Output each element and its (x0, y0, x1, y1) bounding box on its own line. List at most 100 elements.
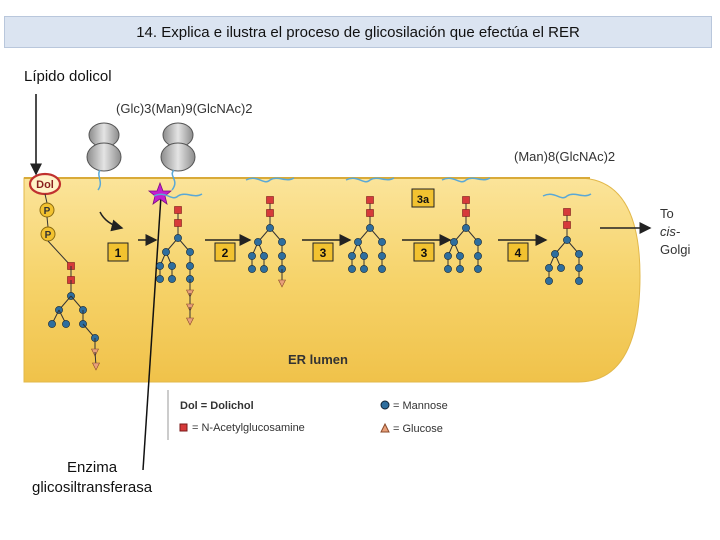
enzyme-callout-line-2: glicosiltransferasa (32, 479, 153, 496)
mannose-node (48, 320, 56, 328)
mannose-node (260, 265, 268, 273)
mannose-node (462, 224, 470, 232)
mannose-node (545, 277, 553, 285)
glcnac-node (366, 209, 374, 217)
mannose-node (162, 248, 170, 256)
destination-line-1: To (660, 206, 674, 221)
mannose-node (474, 238, 482, 246)
mannose-node (474, 252, 482, 260)
mannose-node (575, 277, 583, 285)
glcnac-node (174, 206, 182, 214)
glcnac-node (563, 221, 571, 229)
ribosome-2 (160, 122, 196, 191)
svg-text:3: 3 (421, 246, 428, 260)
mannose-node (278, 252, 286, 260)
mannose-node (156, 275, 164, 283)
mannose-node (360, 252, 368, 260)
mannose-node (575, 250, 583, 258)
mannose-node (551, 250, 559, 258)
mannose-node (360, 265, 368, 273)
mannose-node (266, 224, 274, 232)
mannose-node (168, 275, 176, 283)
mannose-node (254, 238, 262, 246)
enzyme-callout-line-1: Enzima (67, 459, 118, 476)
glcnac-node (266, 209, 274, 217)
mannose-node (168, 262, 176, 270)
glucose-node (92, 362, 100, 371)
glucose-node (186, 317, 194, 326)
glcnac-node (266, 196, 274, 204)
nascent-polypeptide (153, 193, 203, 199)
legend-dol: Dol = Dolichol (180, 400, 254, 412)
svg-text:2: 2 (222, 246, 229, 260)
mannose-node (248, 252, 256, 260)
phosphate-1-label: P (44, 206, 51, 217)
step-box-4: 4 (507, 242, 529, 262)
mannose-node (444, 252, 452, 260)
glucose-node (278, 279, 286, 288)
mannose-node (450, 238, 458, 246)
mannose-node (563, 236, 571, 244)
glcnac-node (174, 219, 182, 227)
glycosyltransferase-star-icon (147, 181, 173, 205)
mannose-node (354, 238, 362, 246)
mannose-node (575, 264, 583, 272)
glcnac-node (462, 209, 470, 217)
mannose-node (186, 248, 194, 256)
dolichol-anchor: Dol P P (28, 172, 62, 242)
dol-label: Dol (36, 179, 54, 191)
step-box-2: 2 (214, 242, 236, 262)
mannose-node (248, 265, 256, 273)
glcnac-node (563, 208, 571, 216)
destination-line-3: Golgi (660, 242, 690, 257)
precursor-label: (Glc)3(Man)9(GlcNAc)2 (116, 101, 253, 116)
mannose-node (62, 320, 70, 328)
mannose-node (348, 252, 356, 260)
page-title: 14. Explica e ilustra el proceso de glic… (4, 16, 712, 48)
mannose-node (557, 264, 565, 272)
svg-text:3: 3 (320, 246, 327, 260)
nascent-polypeptide (542, 193, 592, 199)
er-lumen-label: ER lumen (288, 352, 348, 367)
svg-text:1: 1 (115, 246, 122, 260)
mannose-node (378, 238, 386, 246)
nascent-polypeptide (441, 177, 491, 183)
svg-text:4: 4 (515, 246, 522, 260)
legend-mannose-swatch (380, 400, 390, 410)
legend-glucose-swatch (380, 422, 390, 433)
enzyme-pointer-line (142, 195, 162, 471)
mannose-node (278, 238, 286, 246)
step-box-1: 1 (107, 242, 129, 262)
step-box-3a: 3a (411, 188, 435, 208)
mannose-node (456, 252, 464, 260)
step-box-3-second: 3 (413, 242, 435, 262)
ribosome-1 (86, 122, 122, 191)
mannose-node (260, 252, 268, 260)
glcnac-node (462, 196, 470, 204)
mannose-node (378, 265, 386, 273)
mannose-node (474, 265, 482, 273)
glycosidic-bond (47, 240, 72, 267)
dolichol-lipid-callout: Lípido dolicol (24, 68, 112, 85)
mannose-node (174, 234, 182, 242)
product-label: (Man)8(GlcNAc)2 (514, 149, 615, 164)
mannose-node (378, 252, 386, 260)
destination-line-2: cis- (660, 224, 681, 239)
legend: Dol = Dolichol = N-Acetylglucosamine = M… (167, 390, 448, 440)
transfer-arrow (99, 211, 124, 232)
nascent-polypeptide (245, 177, 295, 183)
glycosyltransferase-callout: Enzima glicosiltransferasa (32, 458, 152, 498)
legend-glucose: = Glucose (393, 423, 443, 435)
legend-glcnac-swatch (179, 423, 188, 432)
mannose-node (456, 265, 464, 273)
oligosaccharide-trees (47, 177, 592, 371)
mannose-node (348, 265, 356, 273)
legend-mannose: = Mannose (393, 400, 448, 412)
svg-text:3a: 3a (417, 194, 430, 206)
mannose-node (366, 224, 374, 232)
nascent-polypeptide (345, 177, 395, 183)
legend-glcnac: = N-Acetylglucosamine (192, 422, 305, 434)
mannose-node (545, 264, 553, 272)
glcnac-node (366, 196, 374, 204)
